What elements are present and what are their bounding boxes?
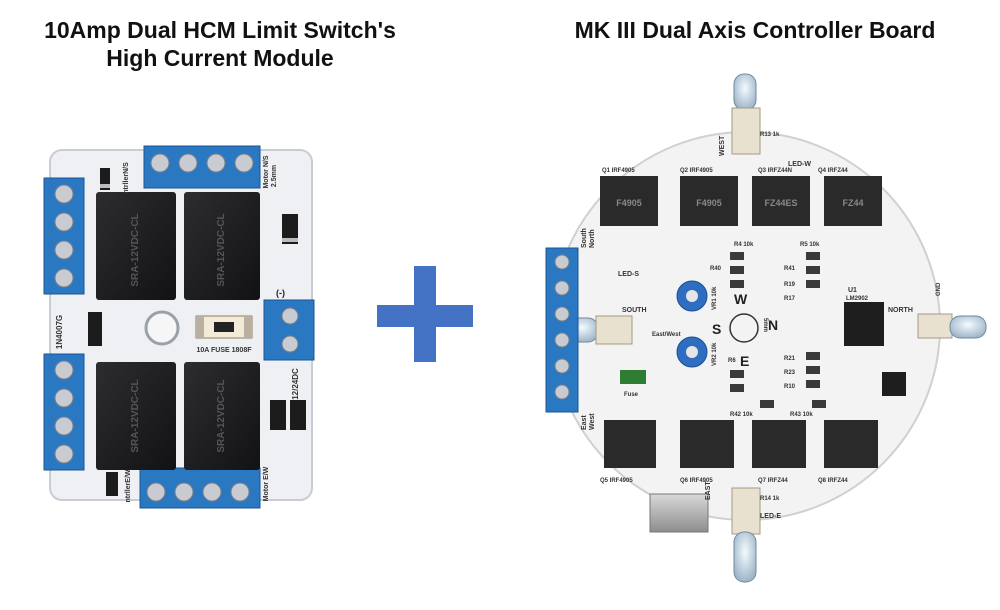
diodes (88, 168, 306, 496)
terminal-block-left-bottom (43, 353, 85, 471)
terminal-text-north: North (589, 229, 596, 248)
voltage-label: 12/24DC (291, 368, 300, 400)
led-label-e: LED-E (760, 513, 781, 520)
label-west: WEST (719, 135, 726, 156)
mounting-hole (144, 310, 180, 346)
mosfet-label-q6: Q6 IRF4905 (680, 478, 713, 484)
led-label-s: LED-S (618, 271, 639, 278)
terminal-block-top (143, 145, 261, 189)
resistor-label-r19: R19 (784, 282, 796, 288)
pot-label-vr2: VR2 10k (712, 342, 718, 366)
mosfet-label-q5: Q5 IRF4905 (600, 478, 633, 484)
left-title-line1: 10Amp Dual HCM Limit Switch's (44, 17, 396, 43)
hcm-module-board: SRA-12VDC-CL SRA-12VDC-CL SRA-12VDC-CL S… (43, 145, 315, 509)
terminal-text-west: West (589, 413, 596, 430)
resistor-label-r23: R23 (784, 370, 796, 376)
terminal-text-south: South (581, 228, 588, 248)
fuse: 10A FUSE 1808F (195, 315, 253, 354)
label-south: SOUTH (622, 307, 647, 314)
mounting-bracket (649, 493, 709, 533)
mosfet-label-q4: Q4 IRFZ44 (818, 168, 848, 174)
compass-n: N (768, 317, 778, 333)
resistor-label-r6: R6 (728, 358, 736, 364)
terminal-label-top-left: ntrllerN/S (123, 162, 130, 194)
relay-k3-label: SRA-12VDC-CL (130, 213, 141, 286)
mosfets-bottom: Q5 IRF4905 Q6 IRF4905 Q7 IRFZ44 Q8 IRFZ4… (600, 420, 878, 484)
resistor-label-r41: R41 (784, 266, 796, 272)
compass-rose: N S E W (712, 291, 778, 369)
chip-mark-q1: F4905 (616, 198, 642, 208)
controller-board: F4905 F4905 FZ44ES FZ44 Q1 IRF4905 Q2 IR… (545, 73, 987, 583)
relay-k2: SRA-12VDC-CL (96, 362, 176, 470)
mosfet-label-q7: Q7 IRFZ44 (758, 478, 788, 484)
led-label-w: LED-W (788, 161, 811, 168)
chip-mark-q3: FZ44ES (764, 198, 797, 208)
resistor-label-r21: R21 (784, 356, 796, 362)
fuse-text: Fuse (624, 392, 639, 398)
mosfet-label-q2: Q2 IRF4905 (680, 168, 713, 174)
mosfet-label-q3: Q3 IRFZ44N (758, 168, 792, 174)
right-title: MK III Dual Axis Controller Board (574, 17, 936, 43)
compass-e: E (740, 353, 749, 369)
compass-s: S (712, 321, 721, 337)
relay-k4-label: SRA-12VDC-CL (216, 213, 227, 286)
terminal-block-left-top (43, 177, 85, 295)
resistor-label-r13: R13 1k (760, 132, 780, 138)
resistor-label-r4: R4 10k (734, 242, 754, 248)
smd-fuse (620, 370, 646, 384)
left-title: 10Amp Dual HCM Limit Switch's High Curre… (0, 16, 440, 72)
smd-resistors (730, 252, 826, 408)
terminal-block-bottom (139, 467, 261, 509)
ic-label: LM2902 (846, 296, 869, 302)
plus-sign (377, 266, 473, 362)
label-gnd: GND (936, 282, 942, 296)
fuse-label: 10A FUSE 1808F (197, 347, 253, 354)
chip-mark-q2: F4905 (696, 198, 722, 208)
resistor-label-r10: R10 (784, 384, 796, 390)
terminal-label-size: 2.5mm (271, 165, 278, 187)
relay-k3: SRA-12VDC-CL (96, 192, 176, 300)
mosfet-label-q1: Q1 IRF4905 (602, 168, 635, 174)
led-top (731, 73, 761, 155)
terminal-label-top-right: Motor N/S (263, 155, 270, 188)
potentiometers: VR1 10k VR2 10k (676, 280, 718, 368)
relay-k4: SRA-12VDC-CL (184, 192, 260, 300)
resistor-label-r17: R17 (784, 296, 796, 302)
compass-w: W (734, 291, 748, 307)
power-terminal-block (263, 299, 315, 361)
terminal-label-bottom-right: Motor E/W (263, 466, 270, 501)
led-right (917, 313, 987, 339)
label-5mm: 5mm (762, 318, 768, 332)
resistor-label-r5: R5 10k (800, 242, 820, 248)
resistor-label-r43: R43 10k (790, 412, 813, 418)
mosfet-label-q8: Q8 IRFZ44 (818, 478, 848, 484)
power-minus-label: (-) (276, 288, 285, 298)
ic-ref: U1 (848, 287, 857, 294)
label-east-west: East/West (652, 332, 681, 338)
resistor-label-r42: R42 10k (730, 412, 753, 418)
label-east: EAST (705, 481, 712, 500)
terminal-label-bottom-left: ntrllerE/W (125, 469, 132, 502)
ic-small (882, 372, 906, 396)
led-bottom (731, 487, 761, 583)
mosfets-top: F4905 F4905 FZ44ES FZ44 Q1 IRF4905 Q2 IR… (600, 168, 882, 226)
chip-mark-q4: FZ44 (842, 198, 863, 208)
label-north: NORTH (888, 307, 913, 314)
resistor-label-r14: R14 1k (760, 496, 780, 502)
relay-k1-label: SRA-12VDC-CL (216, 379, 227, 452)
ic-u1: U1 LM2902 (844, 287, 884, 346)
terminal-text-east: East (581, 415, 588, 430)
pot-label-vr1: VR1 10k (712, 286, 718, 310)
relay-k2-label: SRA-12VDC-CL (130, 379, 141, 452)
controller-terminal-strip: South North East West (545, 228, 596, 430)
relay-k1: SRA-12VDC-CL (184, 362, 260, 470)
resistor-label-r40: R40 (710, 266, 722, 272)
diode-label: 1N4007G (55, 315, 64, 349)
left-title-line2: High Current Module (106, 45, 334, 71)
